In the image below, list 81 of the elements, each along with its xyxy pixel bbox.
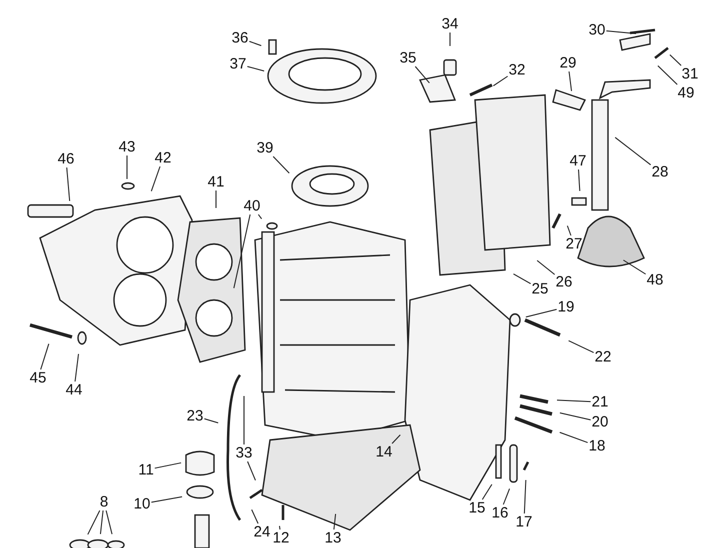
callout-number: 10 (132, 496, 152, 512)
leader-line (559, 412, 592, 420)
leader-line (248, 40, 262, 46)
leader-line (154, 462, 182, 469)
callout-number: 15 (468, 500, 486, 516)
leader-line (657, 65, 678, 85)
leader-line (258, 214, 262, 220)
leader-line (150, 496, 183, 503)
leader-line (204, 418, 219, 424)
leader-line (126, 155, 128, 180)
leader-line (414, 66, 430, 84)
callout-number: 11 (137, 462, 155, 478)
callout-number: 33 (234, 444, 254, 462)
callout-number: 28 (650, 164, 670, 180)
callout-number: 20 (590, 414, 610, 430)
callout-number: 31 (680, 66, 700, 82)
callout-number: 36 (230, 30, 250, 46)
leader-line (247, 461, 256, 481)
leader-line (536, 260, 556, 276)
leader-line (578, 169, 580, 192)
leader-line (74, 353, 79, 382)
leader-line (482, 484, 492, 500)
callout-number: 13 (324, 530, 342, 546)
leader-line (502, 488, 510, 505)
callout-number: 16 (490, 504, 510, 522)
leader-line (669, 54, 682, 66)
leader-line (251, 509, 259, 524)
callout-number: 27 (564, 236, 584, 252)
callout-number: 21 (590, 394, 610, 410)
callout-number: 44 (64, 382, 84, 398)
leader-line (87, 510, 100, 535)
leader-line (568, 71, 572, 92)
leader-line (392, 434, 401, 444)
leader-line (40, 343, 50, 370)
callout-number: 41 (206, 174, 226, 190)
leader-line (559, 432, 588, 444)
callout-number: 8 (98, 494, 110, 510)
callout-number: 34 (440, 16, 460, 32)
callout-number: 43 (118, 138, 136, 156)
callout-number: 32 (508, 62, 526, 78)
leader-line (556, 400, 592, 402)
leader-line (333, 513, 336, 530)
callout-number: 23 (186, 408, 204, 424)
leader-line (622, 260, 646, 275)
leader-line (606, 30, 637, 34)
leader-line (492, 76, 508, 86)
callout-number: 22 (594, 348, 612, 366)
callout-number: 47 (568, 152, 588, 170)
callout-number: 26 (554, 274, 574, 290)
callout-number: 46 (56, 150, 76, 168)
callout-number: 24 (252, 524, 272, 540)
callout-number: 48 (646, 272, 664, 288)
callout-number: 40 (242, 198, 262, 214)
callout-number: 49 (676, 84, 696, 102)
callout-number: 30 (588, 22, 606, 38)
leader-line (246, 66, 265, 72)
leader-line (566, 225, 572, 236)
callout-number: 18 (588, 438, 606, 454)
callout-number: 17 (514, 514, 534, 530)
callout-number: 19 (556, 298, 576, 316)
leader-line (512, 273, 532, 284)
leader-line (525, 308, 558, 318)
callout-number: 45 (28, 370, 48, 386)
leader-line (66, 167, 70, 202)
leader-line (524, 480, 526, 514)
callout-number: 39 (256, 140, 274, 156)
leader-line (568, 340, 594, 354)
leader-line (272, 156, 290, 174)
leader-line (279, 525, 280, 530)
leader-line (233, 214, 251, 289)
leader-line (100, 510, 104, 535)
callout-number: 12 (272, 530, 290, 546)
callout-number: 25 (530, 280, 550, 298)
callout-number: 29 (558, 54, 578, 72)
leader-line (614, 136, 652, 166)
callout-number: 37 (228, 56, 248, 72)
callout-number: 35 (398, 50, 418, 66)
leader-line (150, 166, 161, 192)
leader-line (106, 510, 113, 535)
callout-number: 42 (154, 150, 172, 166)
callout-number: 14 (374, 444, 394, 460)
